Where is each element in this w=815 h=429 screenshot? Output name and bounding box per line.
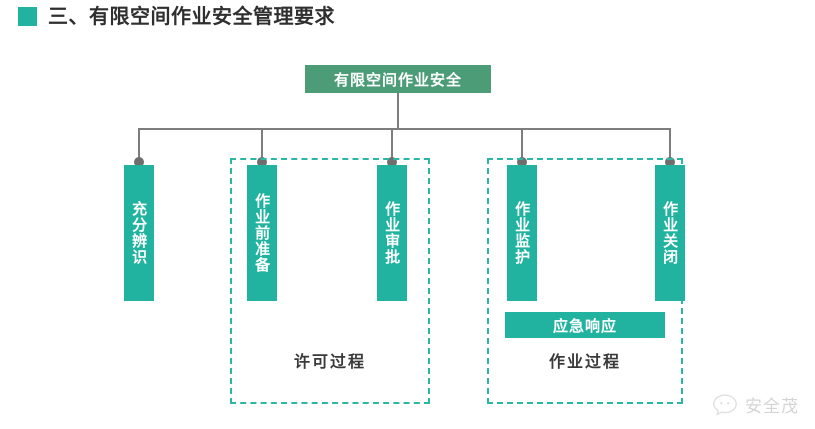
connector-drop-5 <box>669 128 671 162</box>
connector-dot-1 <box>134 157 144 167</box>
group-label-permit-process: 许可过程 <box>293 352 366 371</box>
page-title-row: 三、有限空间作业安全管理要求 <box>18 6 335 26</box>
connector-drop-3 <box>391 128 393 162</box>
step-box-work-supervision[interactable]: 作业监护 <box>507 165 537 301</box>
step-label-work-approval: 作业审批 <box>383 201 402 265</box>
root-node-limited-space-safety[interactable]: 有限空间作业安全 <box>305 65 491 93</box>
watermark: 安全茂 <box>712 392 799 417</box>
connector-dot-4 <box>517 157 527 167</box>
step-box-work-approval[interactable]: 作业审批 <box>377 165 407 301</box>
title-bullet-square <box>18 6 37 26</box>
group-container-permit-process: 许可过程 <box>230 158 430 404</box>
connector-dot-3 <box>387 157 397 167</box>
step-box-full-identification[interactable]: 充分辨识 <box>124 165 154 301</box>
step-box-pre-work-preparation[interactable]: 作业前准备 <box>247 165 277 301</box>
watermark-text: 安全茂 <box>745 397 799 417</box>
chat-face-icon <box>712 393 738 417</box>
connector-drop-4 <box>521 128 523 162</box>
connector-dot-5 <box>665 157 675 167</box>
connector-root-vertical <box>397 93 399 129</box>
connector-dot-2 <box>257 157 267 167</box>
group-label-work-process: 作业过程 <box>548 352 621 371</box>
step-label-work-supervision: 作业监护 <box>513 201 532 265</box>
step-label-pre-work-preparation: 作业前准备 <box>253 193 272 273</box>
step-label-work-closure: 作业关闭 <box>661 201 680 265</box>
connector-drop-1 <box>138 128 140 162</box>
emergency-response-bar[interactable]: 应急响应 <box>505 312 665 338</box>
step-box-work-closure[interactable]: 作业关闭 <box>655 165 685 301</box>
connector-horizontal-bus <box>138 128 671 130</box>
connector-drop-2 <box>261 128 263 162</box>
step-label-full-identification: 充分辨识 <box>130 201 149 265</box>
page-title: 三、有限空间作业安全管理要求 <box>48 4 335 28</box>
